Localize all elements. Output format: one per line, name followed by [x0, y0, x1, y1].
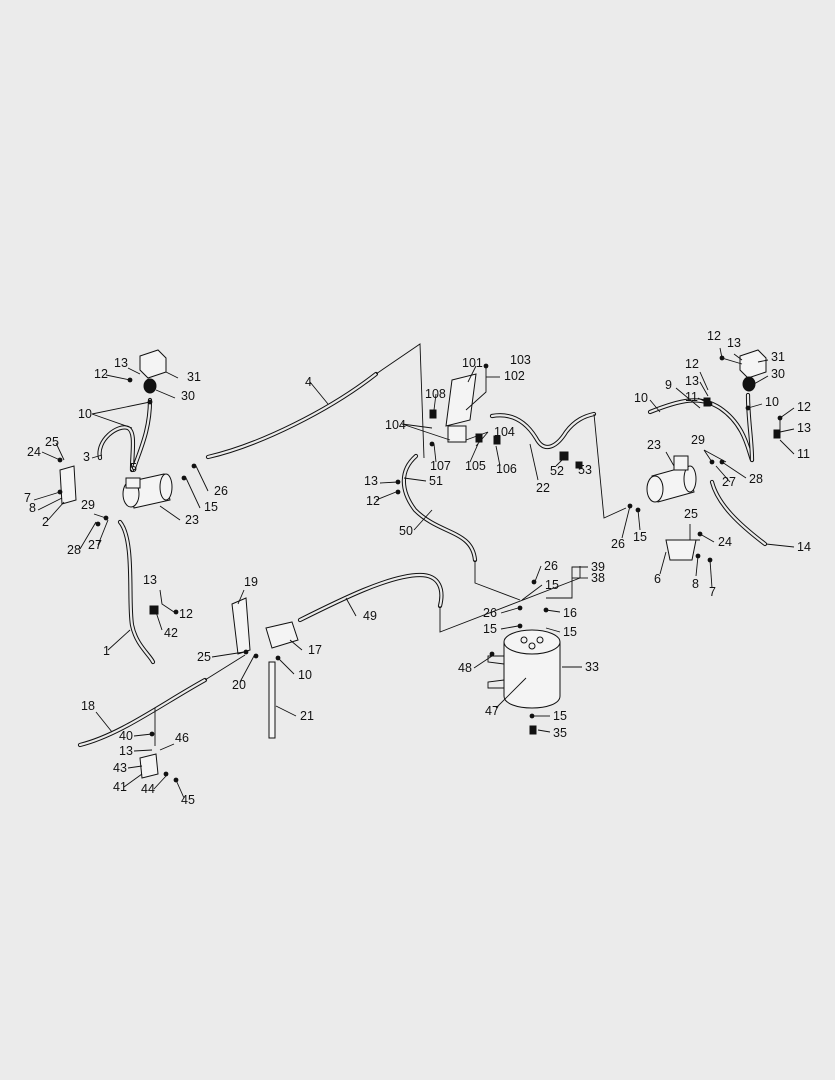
- hoses: [77, 343, 768, 748]
- callout-number: 4: [305, 375, 312, 389]
- callout-number: 46: [175, 731, 189, 745]
- callout-number: 22: [536, 481, 550, 495]
- callout-number: 52: [550, 464, 564, 478]
- callout-number: 53: [578, 463, 592, 477]
- callout-number: 101: [462, 356, 483, 370]
- callout-number: 6: [654, 572, 661, 586]
- callout-number: 14: [797, 540, 811, 554]
- callout-number: 8: [692, 577, 699, 591]
- callout-number: 10: [78, 407, 92, 421]
- callout-number: 23: [647, 438, 661, 452]
- callout-number: 13: [364, 474, 378, 488]
- callout-number: 43: [113, 761, 127, 775]
- callout-number: 104: [385, 418, 406, 432]
- callout-number: 12: [179, 607, 193, 621]
- callout-number: 28: [67, 543, 81, 557]
- callout-number: 26: [214, 484, 228, 498]
- callout-number: 105: [465, 459, 486, 473]
- callout-number: 104: [494, 425, 515, 439]
- callout-number: 27: [722, 475, 736, 489]
- callout-number: 15: [204, 500, 218, 514]
- callout-number: 7: [709, 585, 716, 599]
- callout-number: 29: [691, 433, 705, 447]
- callout-number: 24: [718, 535, 732, 549]
- callout-number: 16: [563, 606, 577, 620]
- components: [59, 349, 781, 779]
- callout-number: 106: [496, 462, 517, 476]
- callout-number: 13: [143, 573, 157, 587]
- callout-number: 33: [585, 660, 599, 674]
- callout-number: 50: [399, 524, 413, 538]
- callout-number: 45: [181, 793, 195, 807]
- callout-number: 13: [114, 356, 128, 370]
- callout-number: 17: [308, 643, 322, 657]
- callout-number: 108: [425, 387, 446, 401]
- callout-number: 10: [634, 391, 648, 405]
- callout-number: 15: [553, 709, 567, 723]
- callout-number: 2: [42, 515, 49, 529]
- callout-number: 13: [119, 744, 133, 758]
- callout-number: 39: [591, 560, 605, 574]
- callout-number: 38: [591, 571, 605, 585]
- callout-number: 27: [88, 538, 102, 552]
- callout-number: 35: [553, 726, 567, 740]
- callout-number: 47: [485, 704, 499, 718]
- callout-number: 15: [483, 622, 497, 636]
- callout-number: 7: [24, 491, 31, 505]
- callout-number: 9: [665, 378, 672, 392]
- callout-number: 31: [187, 370, 201, 384]
- callout-number: 11: [685, 390, 698, 404]
- callout-number: 26: [544, 559, 558, 573]
- callout-number: 49: [363, 609, 377, 623]
- callout-number: 20: [232, 678, 246, 692]
- callout-number: 26: [483, 606, 497, 620]
- callout-number: 1: [103, 644, 110, 658]
- callout-number: 13: [797, 421, 811, 435]
- callout-number: 24: [27, 445, 41, 459]
- callout-number: 44: [141, 782, 155, 796]
- callout-number: 12: [797, 400, 811, 414]
- callout-number: 29: [81, 498, 95, 512]
- fastener-dots: [57, 355, 783, 783]
- callout-number: 18: [81, 699, 95, 713]
- callout-number: 5: [130, 461, 137, 475]
- callout-number: 25: [45, 435, 59, 449]
- callout-number: 15: [563, 625, 577, 639]
- callout-number: 51: [429, 474, 443, 488]
- callout-number: 103: [510, 353, 531, 367]
- callout-number: 23: [185, 513, 199, 527]
- callout-number: 15: [545, 578, 559, 592]
- callout-number: 30: [771, 367, 785, 381]
- callout-number: 10: [298, 668, 312, 682]
- callout-number: 13: [727, 336, 741, 350]
- callout-number: 42: [164, 626, 178, 640]
- callout-number: 11: [797, 447, 810, 461]
- callout-number: 40: [119, 729, 133, 743]
- callout-number: 12: [94, 367, 108, 381]
- callout-number: 10: [765, 395, 779, 409]
- callout-number: 12: [685, 357, 699, 371]
- callout-number: 41: [113, 780, 127, 794]
- callout-number: 28: [749, 472, 763, 486]
- callout-number: 8: [29, 501, 36, 515]
- callout-number: 48: [458, 661, 472, 675]
- callout-number: 25: [684, 507, 698, 521]
- callout-number: 12: [707, 329, 721, 343]
- callout-number: 13: [685, 374, 699, 388]
- callout-number: 25: [197, 650, 211, 664]
- callout-number: 107: [430, 459, 451, 473]
- callout-number: 102: [504, 369, 525, 383]
- callout-number: 3: [83, 450, 90, 464]
- callout-number: 19: [244, 575, 258, 589]
- callout-number: 15: [633, 530, 647, 544]
- callout-number: 12: [366, 494, 380, 508]
- callout-number: 30: [181, 389, 195, 403]
- callout-number: 21: [300, 709, 314, 723]
- callout-number: 26: [611, 537, 625, 551]
- callout-number: 31: [771, 350, 785, 364]
